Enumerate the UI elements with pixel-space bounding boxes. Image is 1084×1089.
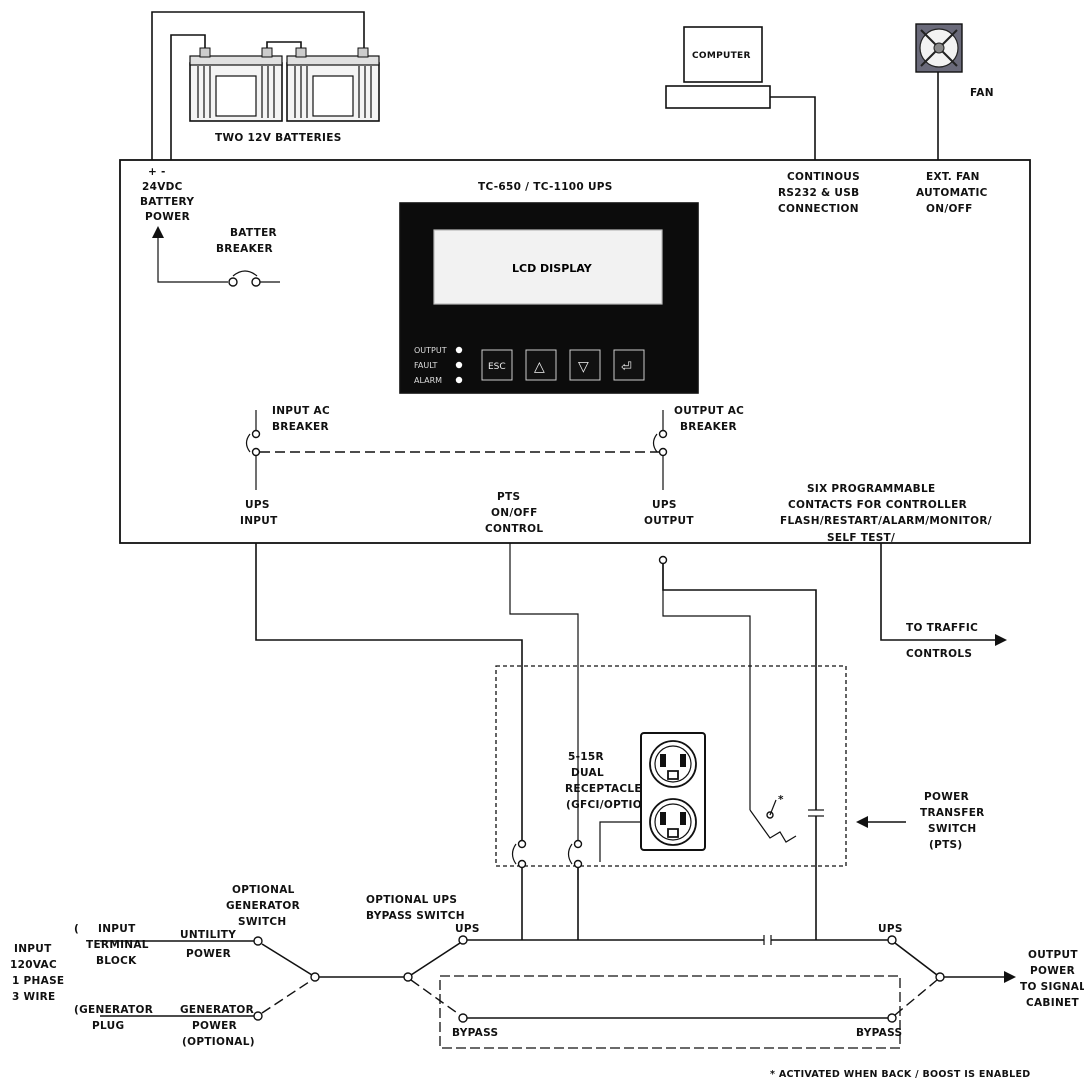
bypass-switch-box xyxy=(439,975,901,1049)
output-power-label: OUTPUT POWER TO SIGNAL CABINET xyxy=(1020,949,1084,1009)
battery-right xyxy=(286,47,380,122)
fan-icon: FAN xyxy=(915,23,994,160)
batter-breaker-label: BATTER BREAKER xyxy=(216,227,281,255)
esc-button[interactable]: ESC xyxy=(481,349,513,381)
up-button[interactable]: △ xyxy=(525,349,557,381)
input-120vac-label: INPUT 120VAC 1 PHASE 3 WIRE xyxy=(10,943,68,1003)
computer-label: COMPUTER xyxy=(692,51,751,61)
pts-contact-receptacle xyxy=(567,839,583,869)
polarity-label: + - xyxy=(148,166,166,178)
battery-pack: TWO 12V BATTERIES xyxy=(151,11,380,160)
input-ac-breaker-label: INPUT AC BREAKER xyxy=(272,405,334,433)
utility-power-label: UNTILITY POWER xyxy=(180,929,240,960)
control-panel: LCD DISPLAY OUTPUT FAULT ALARM ESC △ ▽ ⏎ xyxy=(399,202,699,394)
dual-receptacle-icon xyxy=(640,732,706,851)
ups-input-label: UPS INPUT xyxy=(240,499,278,527)
rs232-label: CONTINOUS RS232 & USB CONNECTION xyxy=(778,171,864,215)
led-fault-label: FAULT xyxy=(414,361,438,370)
pts-control-label: PTS ON/OFF CONTROL xyxy=(485,491,543,535)
generator-plug-label: (GENERATOR PLUG xyxy=(74,1004,157,1032)
output-ac-breaker-label: OUTPUT AC BREAKER xyxy=(674,405,748,433)
led-alarm-label: ALARM xyxy=(414,376,442,385)
output-ac-breaker xyxy=(652,410,668,490)
power-transfer-switch-box xyxy=(495,665,847,867)
bypass-left-label: BYPASS xyxy=(452,1027,498,1039)
up-arrow-icon: △ xyxy=(534,359,545,375)
input-terminal-label: INPUT TERMINAL BLOCK xyxy=(86,923,153,967)
output-led-icon xyxy=(455,346,463,354)
pts-contact-ups xyxy=(511,839,527,869)
enter-icon: ⏎ xyxy=(621,360,632,375)
fault-led-icon xyxy=(455,361,463,369)
alarm-led-icon xyxy=(455,376,463,384)
pts-control-wire xyxy=(509,543,579,840)
fan-label: FAN xyxy=(970,87,994,99)
ups-output-label: UPS OUTPUT xyxy=(644,499,694,527)
pts-label: POWER TRANSFER SWITCH (PTS) xyxy=(920,791,989,851)
battery-breaker-switch xyxy=(152,226,280,287)
battery-power-label: 24VDC BATTERY POWER xyxy=(140,181,198,223)
generator-power-label: GENERATOR POWER (OPTIONAL) xyxy=(180,1004,258,1048)
battery-left xyxy=(189,47,283,122)
ups-input-wire xyxy=(255,543,523,840)
ext-fan-label: EXT. FAN AUTOMATIC ON/OFF xyxy=(916,171,992,215)
ups-left-label: UPS xyxy=(455,923,480,935)
input-ac-breaker xyxy=(245,410,261,490)
optional-generator-switch-label: OPTIONAL GENERATOR SWITCH xyxy=(226,884,304,928)
six-contacts-label: SIX PROGRAMMABLE CONTACTS FOR CONTROLLER… xyxy=(780,483,996,544)
ups-model-title: TC-650 / TC-1100 UPS xyxy=(478,181,613,193)
svg-text:ESC: ESC xyxy=(488,362,506,372)
boost-coil: * xyxy=(749,794,797,843)
optional-bypass-label: OPTIONAL UPS BYPASS SWITCH xyxy=(366,894,465,922)
bypass-right-label: BYPASS xyxy=(856,1027,902,1039)
lcd-display-label: LCD DISPLAY xyxy=(512,262,593,275)
to-traffic-label: TO TRAFFIC CONTROLS xyxy=(906,622,982,660)
asterisk-label: * xyxy=(778,794,784,806)
down-arrow-icon: ▽ xyxy=(578,359,589,375)
lcd-display xyxy=(433,229,663,305)
computer-icon: COMPUTER xyxy=(665,26,816,160)
traffic-controls-wire xyxy=(880,543,1007,646)
enter-button[interactable]: ⏎ xyxy=(613,349,645,381)
down-button[interactable]: ▽ xyxy=(569,349,601,381)
batteries-label: TWO 12V BATTERIES xyxy=(215,132,342,144)
footnote: * ACTIVATED WHEN BACK / BOOST IS ENABLED xyxy=(770,1069,1030,1080)
svg-text:(: ( xyxy=(74,923,79,935)
led-output-label: OUTPUT xyxy=(414,346,447,355)
ups-right-label: UPS xyxy=(878,923,903,935)
